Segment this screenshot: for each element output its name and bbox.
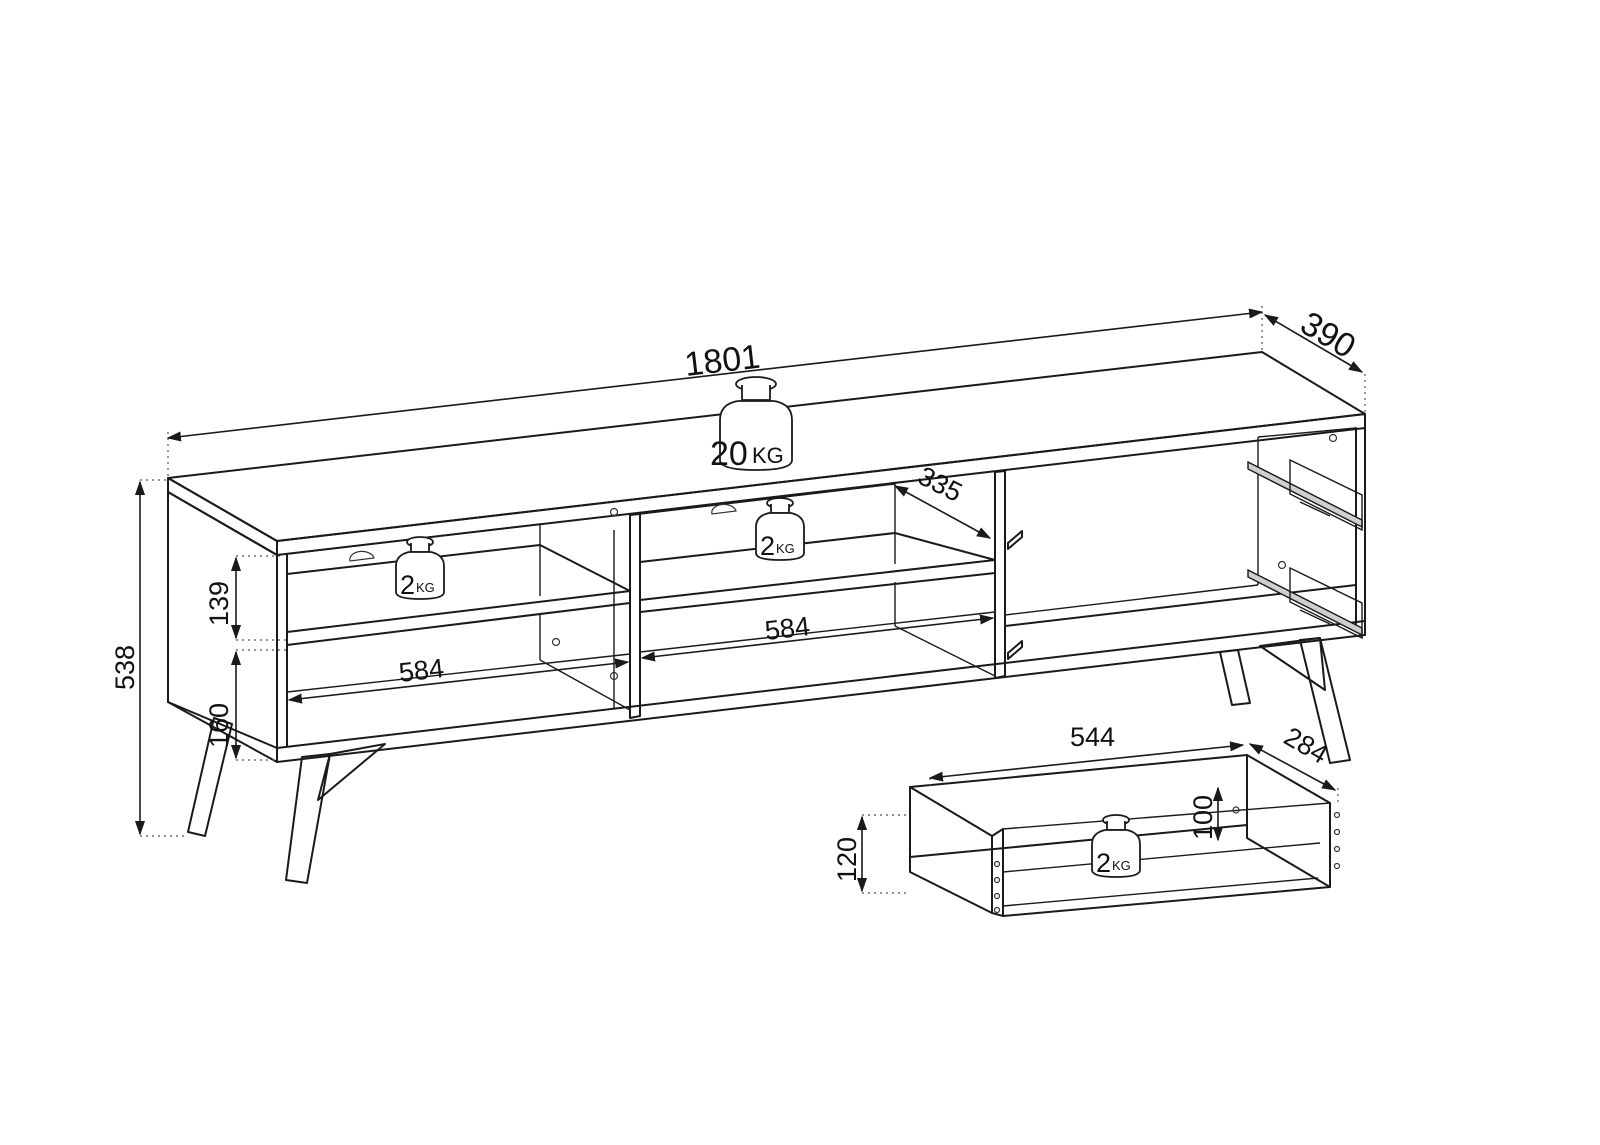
weight-icon-shelf-middle: 2 KG bbox=[755, 497, 805, 561]
svg-text:2: 2 bbox=[400, 570, 415, 600]
svg-text:100: 100 bbox=[1188, 795, 1218, 840]
weight-icon-top: 20 KG bbox=[710, 376, 793, 473]
dim-bottom-height: 160 bbox=[204, 649, 286, 761]
svg-text:KG: KG bbox=[776, 541, 795, 556]
dim-comp-width-left: 584 bbox=[287, 653, 630, 704]
svg-text:1801: 1801 bbox=[683, 338, 762, 384]
svg-text:20: 20 bbox=[710, 435, 748, 473]
svg-text:KG: KG bbox=[752, 443, 784, 468]
leg-front-left bbox=[285, 753, 331, 884]
dim-drawer-height: 120 bbox=[832, 814, 908, 894]
top-front-edge bbox=[276, 413, 1366, 556]
leg-bracket-right bbox=[1259, 637, 1326, 691]
dim-height: 538 bbox=[110, 479, 186, 837]
svg-text:KG: KG bbox=[416, 580, 435, 595]
svg-text:584: 584 bbox=[397, 653, 445, 688]
svg-text:KG: KG bbox=[1112, 858, 1131, 873]
svg-text:2: 2 bbox=[760, 531, 775, 561]
svg-text:2: 2 bbox=[1096, 848, 1111, 878]
dim-shelf-height: 139 bbox=[204, 555, 286, 641]
shelf-middle bbox=[639, 532, 996, 613]
dim-inner-depth: 335 bbox=[893, 461, 992, 539]
dim-drawer-inner-height: 100 bbox=[1188, 786, 1224, 842]
svg-text:544: 544 bbox=[1070, 722, 1115, 752]
leg-rear-left bbox=[187, 717, 233, 837]
top-left-edge bbox=[167, 477, 278, 556]
dim-depth: 390 bbox=[1263, 304, 1366, 412]
leg-bracket bbox=[317, 743, 386, 801]
svg-text:139: 139 bbox=[204, 581, 234, 626]
divider-left bbox=[629, 513, 641, 719]
leg-rear-right bbox=[1219, 649, 1251, 706]
svg-text:584: 584 bbox=[763, 611, 811, 646]
dim-comp-width-mid: 584 bbox=[640, 611, 995, 662]
dim-width: 1801 bbox=[166, 306, 1264, 476]
svg-text:538: 538 bbox=[110, 645, 140, 690]
weight-icon-drawer: 2 KG bbox=[1091, 814, 1141, 878]
bottom-front-edge bbox=[276, 620, 1366, 763]
svg-text:390: 390 bbox=[1294, 304, 1362, 366]
drawer-front bbox=[991, 828, 1004, 917]
dim-drawer-depth: 284 bbox=[1248, 721, 1339, 802]
weight-icon-shelf-left: 2 KG bbox=[395, 536, 445, 600]
shelf-left bbox=[286, 544, 631, 646]
divider-right bbox=[994, 470, 1006, 679]
drawer-slide-icon bbox=[1247, 458, 1363, 640]
svg-text:120: 120 bbox=[832, 837, 862, 882]
dim-drawer-width: 544 bbox=[928, 722, 1245, 786]
svg-text:284: 284 bbox=[1279, 721, 1333, 770]
legs bbox=[187, 637, 1351, 884]
svg-text:160: 160 bbox=[204, 703, 234, 748]
